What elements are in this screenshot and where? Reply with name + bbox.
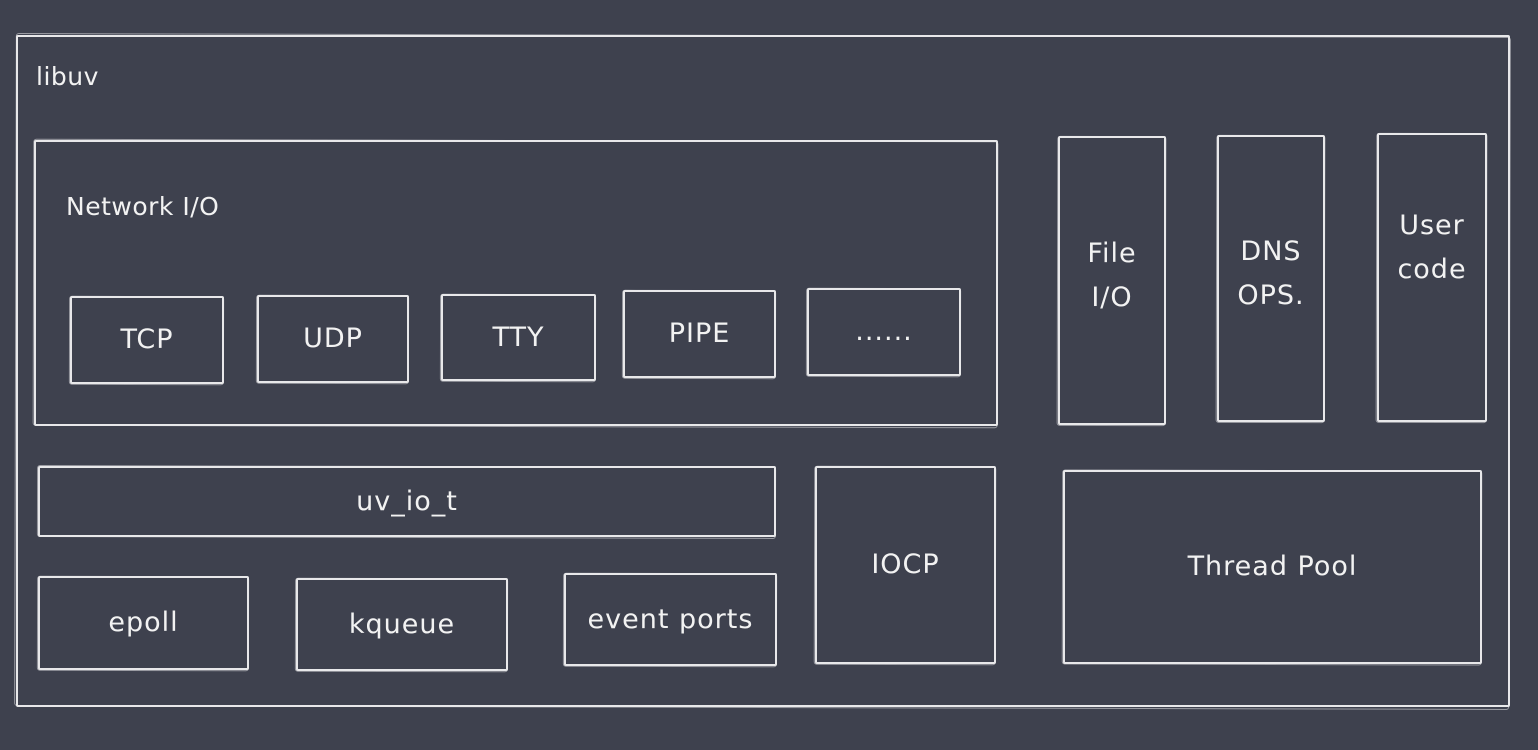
udp-label: UDP (303, 323, 363, 354)
libuv-title: libuv (36, 62, 99, 91)
kqueue-label: kqueue (348, 608, 456, 640)
tty-box: TTY (441, 294, 596, 381)
iocp-box: IOCP (815, 466, 996, 664)
udp-box: UDP (257, 295, 409, 383)
event-ports-label: event ports (587, 603, 754, 635)
iocp-label: IOCP (871, 549, 940, 580)
network-io-box (34, 140, 998, 426)
pipe-box: PIPE (623, 290, 776, 378)
more-label: ...... (855, 316, 913, 347)
more-box: ...... (807, 288, 961, 376)
epoll-label: epoll (108, 607, 179, 638)
event-ports-box: event ports (564, 573, 777, 666)
user-code-box: User code (1377, 133, 1487, 422)
kqueue-box: kqueue (296, 578, 508, 671)
tty-label: TTY (492, 321, 545, 353)
uv-io-t-box: uv_io_t (38, 466, 776, 537)
dns-ops-box: DNS OPS. (1217, 135, 1325, 422)
pipe-label: PIPE (668, 318, 731, 349)
thread-pool-box: Thread Pool (1063, 470, 1482, 664)
libuv-container (16, 35, 1510, 707)
tcp-label: TCP (120, 324, 174, 355)
uv-io-t-label: uv_io_t (356, 485, 458, 517)
user-code-label: User code (1397, 209, 1467, 285)
file-io-label: File I/O (1087, 237, 1137, 313)
file-io-box: File I/O (1058, 136, 1166, 425)
epoll-box: epoll (38, 576, 249, 670)
thread-pool-label: Thread Pool (1187, 551, 1358, 582)
network-io-title: Network I/O (66, 192, 220, 221)
dns-ops-label: DNS OPS. (1237, 235, 1305, 311)
tcp-box: TCP (70, 296, 224, 384)
